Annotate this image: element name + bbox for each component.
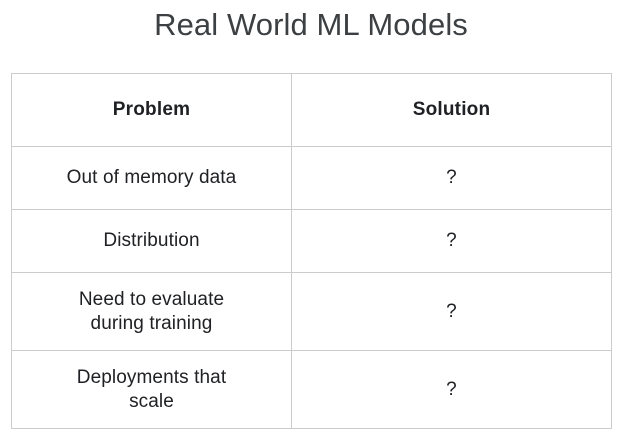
problem-cell: Distribution (11, 209, 292, 273)
problem-cell: Need to evaluate during training (11, 272, 292, 351)
column-header-solution: Solution (291, 73, 612, 147)
solution-cell: ? (291, 209, 612, 273)
solution-cell: ? (291, 350, 612, 429)
problem-text-line: Distribution (103, 230, 200, 251)
solution-cell: ? (291, 272, 612, 351)
problem-cell: Deployments that scale (11, 350, 292, 429)
problem-text-line: during training (90, 312, 213, 334)
table-header-row: Problem Solution (11, 73, 612, 147)
problem-text-line: Out of memory data (66, 167, 237, 188)
page-title: Real World ML Models (154, 7, 468, 42)
problem-solution-table: Problem Solution Out of memory data ? Di… (11, 73, 612, 429)
solution-cell: ? (291, 146, 612, 210)
table-row: Out of memory data ? (11, 146, 612, 210)
problem-solution-table-wrapper: Problem Solution Out of memory data ? Di… (11, 73, 612, 429)
table-row: Distribution ? (11, 209, 612, 273)
column-header-problem: Problem (11, 73, 292, 147)
table-row: Need to evaluate during training ? (11, 272, 612, 351)
problem-text-line: Deployments that (76, 366, 227, 388)
problem-cell: Out of memory data (11, 146, 292, 210)
problem-text-line: scale (129, 390, 174, 412)
problem-text-line: Need to evaluate (78, 288, 225, 310)
table-row: Deployments that scale ? (11, 350, 612, 429)
